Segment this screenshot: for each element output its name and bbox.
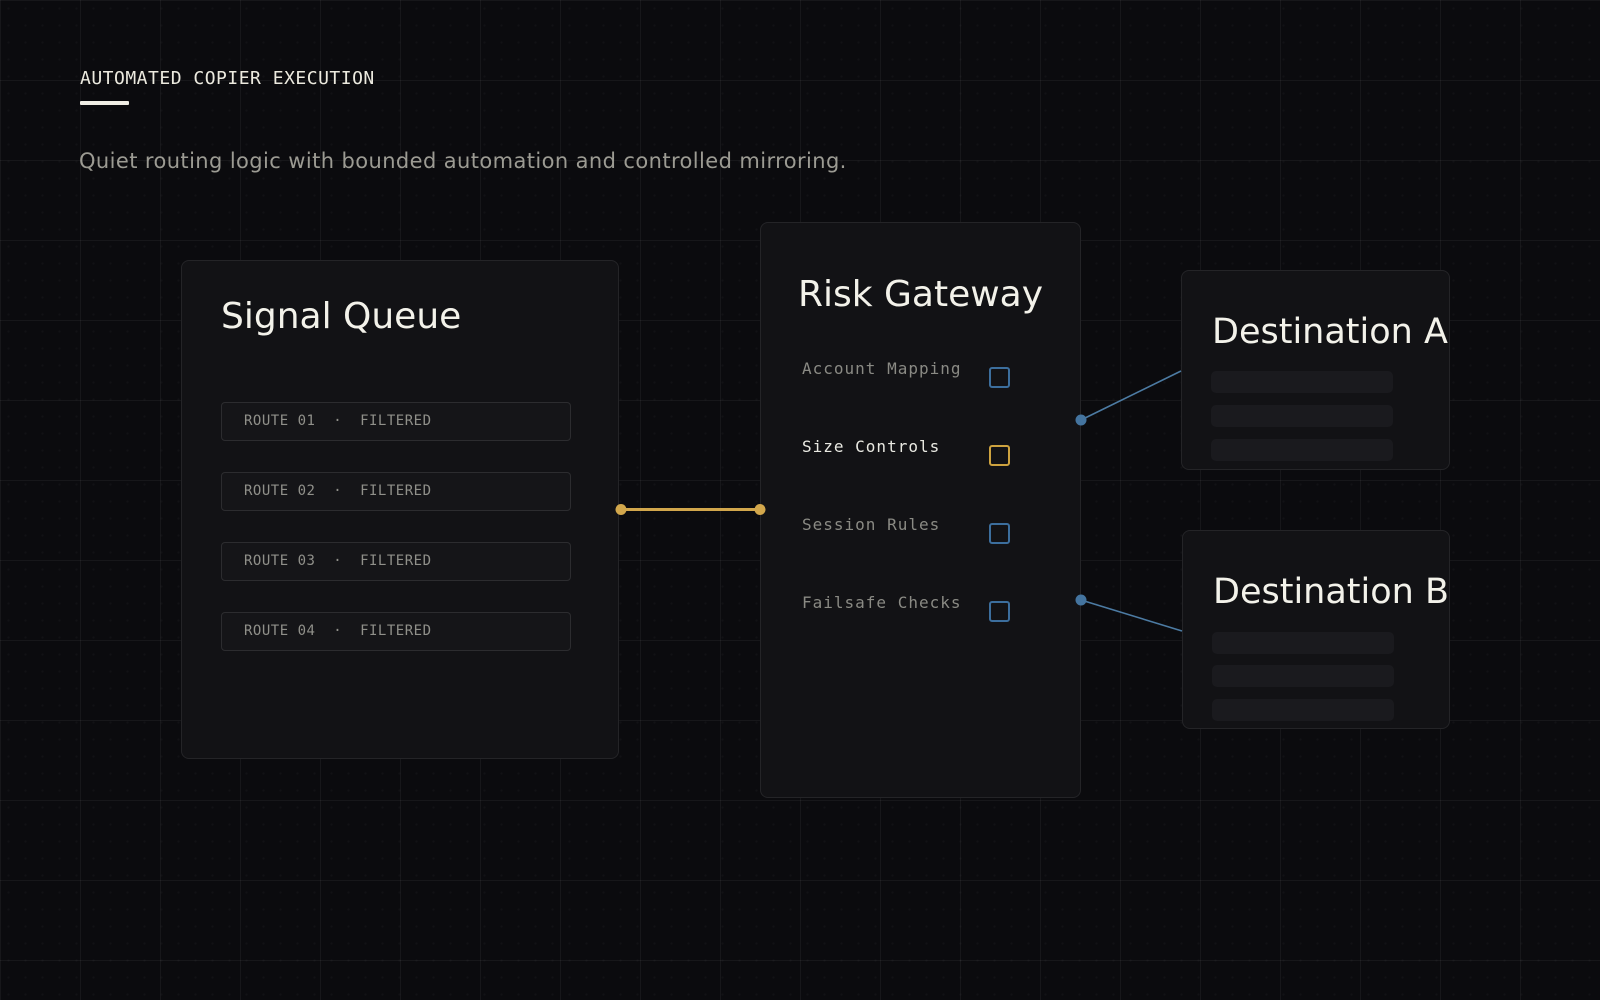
route-label: ROUTE 01 · FILTERED bbox=[222, 403, 570, 440]
placeholder-bar bbox=[1212, 665, 1394, 687]
destination-b-title: Destination B bbox=[1213, 569, 1449, 615]
destination-a-title: Destination A bbox=[1212, 309, 1448, 355]
title-underline bbox=[80, 101, 129, 105]
destination-a-panel: Destination A bbox=[1181, 270, 1450, 470]
signal-queue-panel: Signal Queue ROUTE 01 · FILTERED ROUTE 0… bbox=[181, 260, 619, 759]
placeholder-bar bbox=[1211, 371, 1393, 393]
check-label-account-mapping: Account Mapping bbox=[802, 359, 962, 379]
route-row-04: ROUTE 04 · FILTERED bbox=[221, 612, 571, 651]
signal-queue-title: Signal Queue bbox=[221, 295, 461, 339]
connector-gateway-to-destination-b bbox=[1081, 600, 1182, 631]
checkbox-failsafe-checks[interactable] bbox=[989, 601, 1010, 622]
page-subtitle: Quiet routing logic with bounded automat… bbox=[79, 146, 847, 176]
checkbox-size-controls[interactable] bbox=[989, 445, 1010, 466]
risk-gateway-panel: Risk Gateway Account Mapping Size Contro… bbox=[760, 222, 1081, 798]
checkbox-session-rules[interactable] bbox=[989, 523, 1010, 544]
route-row-01: ROUTE 01 · FILTERED bbox=[221, 402, 571, 441]
checkbox-account-mapping[interactable] bbox=[989, 367, 1010, 388]
destination-b-panel: Destination B bbox=[1182, 530, 1450, 729]
route-row-02: ROUTE 02 · FILTERED bbox=[221, 472, 571, 511]
check-label-failsafe-checks: Failsafe Checks bbox=[802, 593, 962, 613]
connector-gateway-to-destination-a bbox=[1081, 371, 1181, 420]
check-label-size-controls: Size Controls bbox=[802, 437, 940, 457]
route-label: ROUTE 02 · FILTERED bbox=[222, 473, 570, 510]
placeholder-bar bbox=[1212, 632, 1394, 654]
placeholder-bar bbox=[1211, 439, 1393, 461]
route-label: ROUTE 03 · FILTERED bbox=[222, 543, 570, 580]
route-row-03: ROUTE 03 · FILTERED bbox=[221, 542, 571, 581]
page-title: AUTOMATED COPIER EXECUTION bbox=[80, 68, 375, 89]
check-label-session-rules: Session Rules bbox=[802, 515, 940, 535]
risk-gateway-title: Risk Gateway bbox=[761, 273, 1080, 317]
placeholder-bar bbox=[1211, 405, 1393, 427]
route-label: ROUTE 04 · FILTERED bbox=[222, 613, 570, 650]
placeholder-bar bbox=[1212, 699, 1394, 721]
